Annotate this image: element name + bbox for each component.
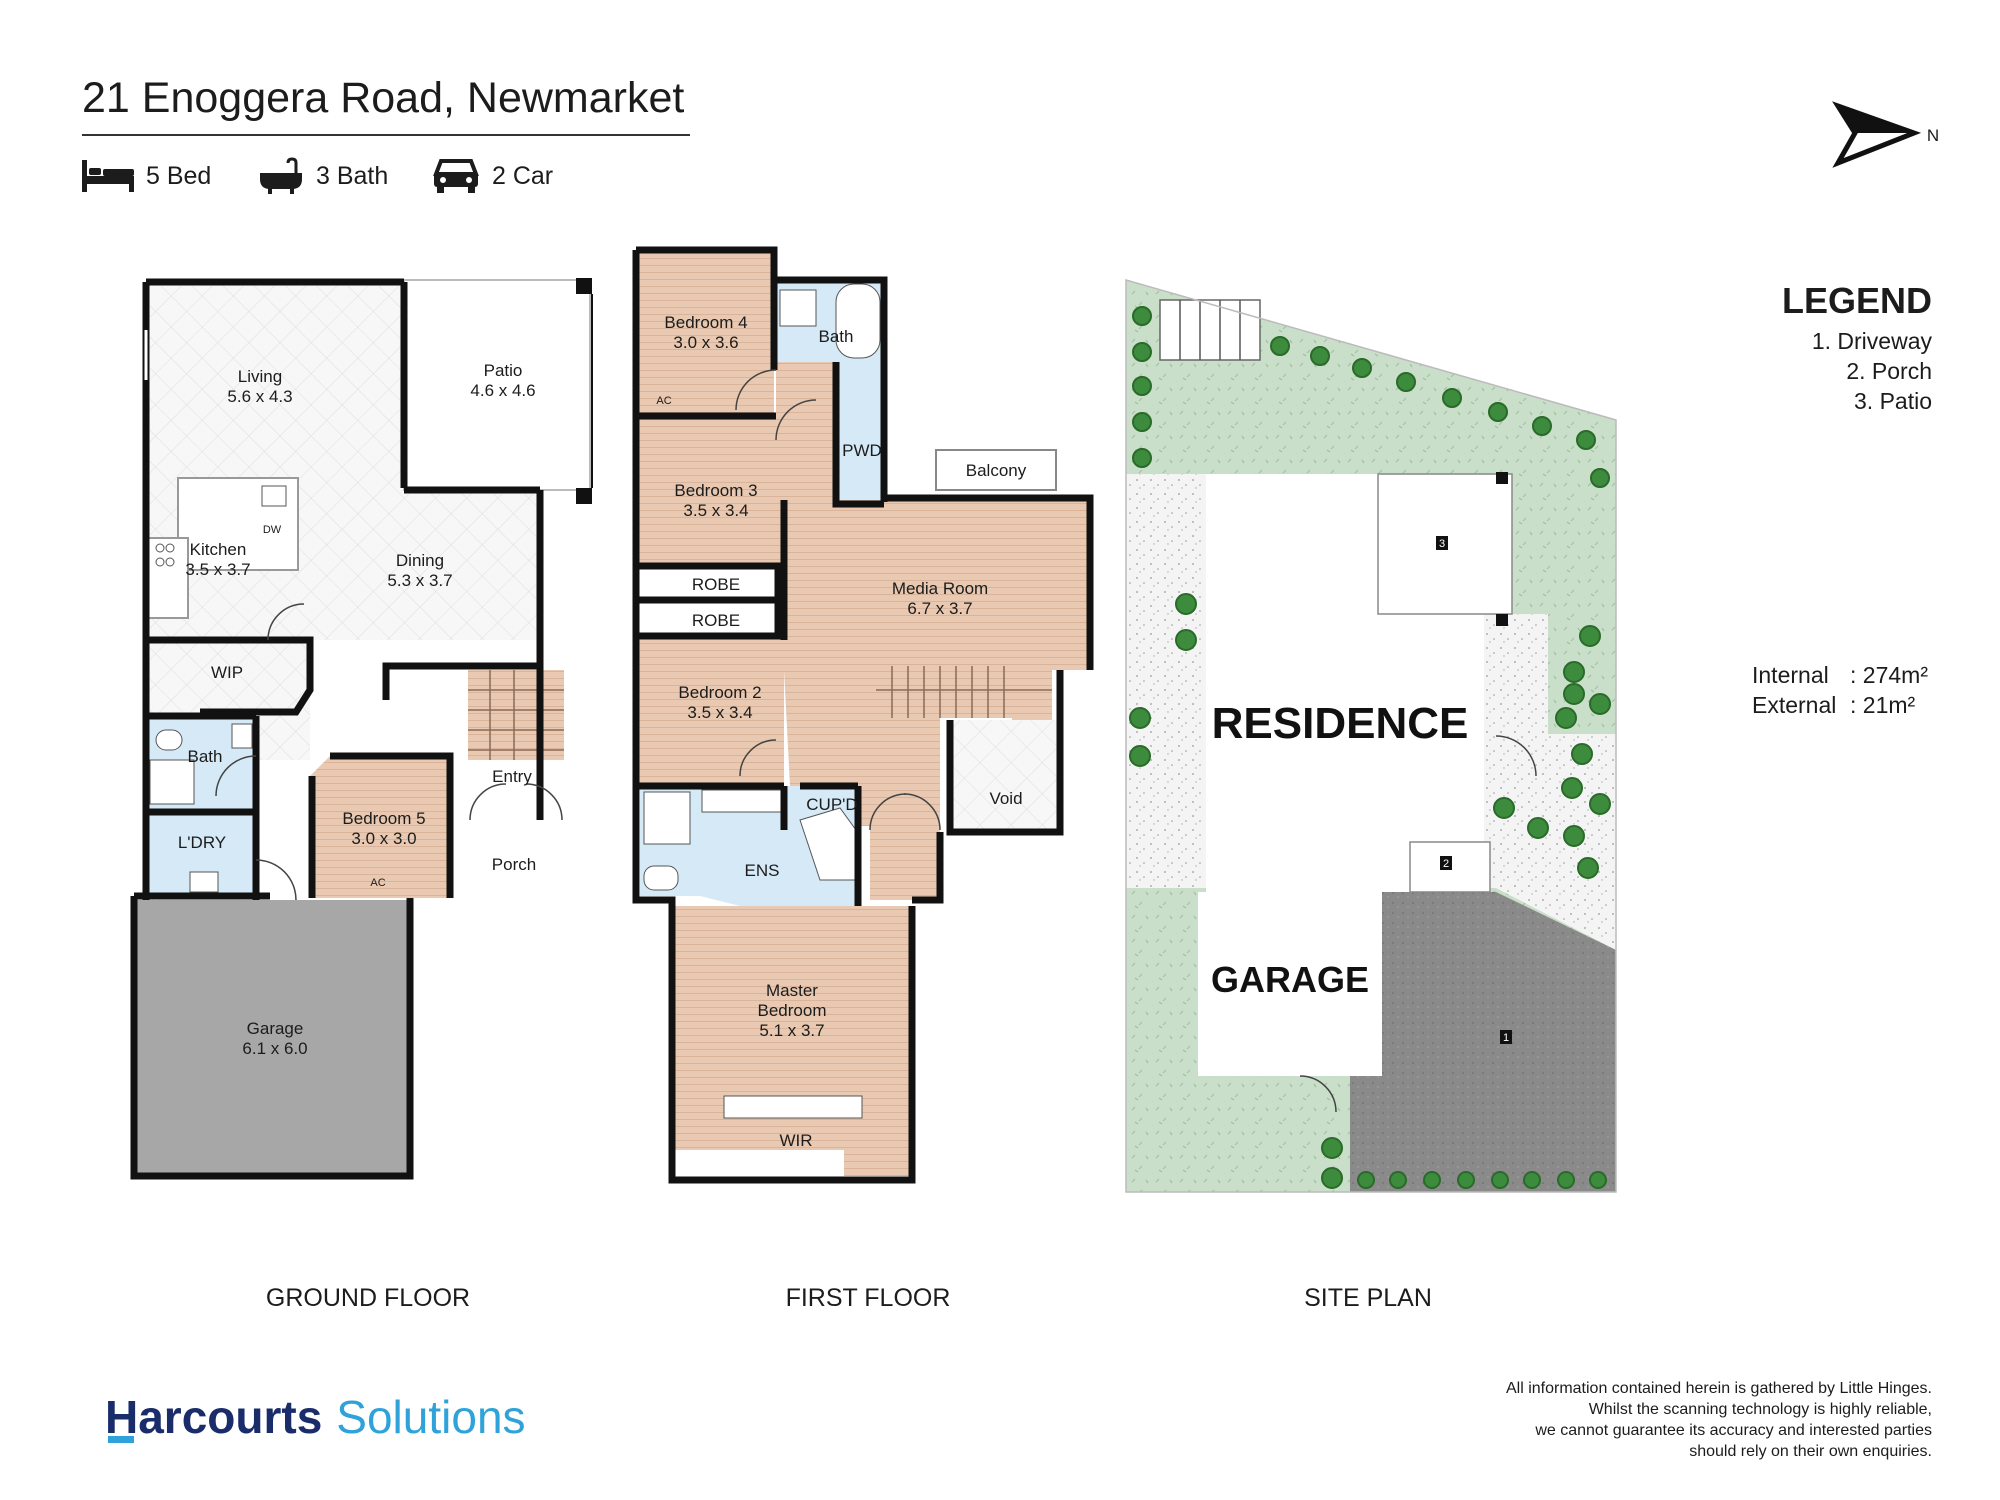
first-floor-label: FIRST FLOOR <box>785 1284 951 1312</box>
gf-garage-size: 6.1 x 6.0 <box>242 1039 307 1058</box>
external-area-label: External <box>1752 692 1837 718</box>
legend-item-patio: 3. Patio <box>1854 388 1932 414</box>
gf-kitchen-name: Kitchen <box>190 540 247 559</box>
ff-bedroom4-size: 3.0 x 3.6 <box>673 333 738 352</box>
gf-dining-size: 5.3 x 3.7 <box>387 571 452 590</box>
feature-baths-label: 3 Bath <box>316 161 389 190</box>
brand-accent-bar <box>108 1436 134 1443</box>
feature-cars: 2 Car <box>432 156 553 196</box>
bed-icon <box>82 160 134 192</box>
disclaimer-line-1: All information contained herein is gath… <box>1505 1380 1932 1397</box>
ff-bedroom2-name: Bedroom 2 <box>678 683 761 702</box>
site-garage-label: GARAGE <box>1211 959 1369 1000</box>
north-label: N <box>1927 126 1939 145</box>
gf-dw-label: DW <box>263 524 282 536</box>
ff-media-name: Media Room <box>892 579 988 598</box>
ff-bedroom2-size: 3.5 x 3.4 <box>687 703 752 722</box>
first-floor-plan <box>632 246 1094 1184</box>
site-marker-3: 3 <box>1439 538 1445 550</box>
feature-beds-label: 5 Bed <box>146 161 212 190</box>
ff-wir-label: WIR <box>779 1131 812 1150</box>
internal-area-value: : 274m² <box>1850 662 1928 688</box>
ff-bedroom3-name: Bedroom 3 <box>674 481 757 500</box>
brand-name-secondary: Solutions <box>336 1391 526 1443</box>
ff-ac-label: AC <box>656 395 671 407</box>
ff-media-size: 6.7 x 3.7 <box>907 599 972 618</box>
gf-kitchen-size: 3.5 x 3.7 <box>185 560 250 579</box>
site-marker-1: 1 <box>1503 1032 1509 1044</box>
ff-pwd-label: PWD <box>842 441 882 460</box>
gf-living-size: 5.6 x 4.3 <box>227 387 292 406</box>
gf-patio-name: Patio <box>484 361 523 380</box>
external-area-value: : 21m² <box>1850 692 1916 718</box>
bath-icon <box>260 157 302 194</box>
brand-name-primary: Harcourts <box>105 1391 323 1443</box>
gf-porch-label: Porch <box>492 855 536 874</box>
internal-area-label: Internal <box>1752 662 1829 688</box>
legend-item-driveway: 1. Driveway <box>1811 328 1932 354</box>
ff-balcony-label: Balcony <box>966 461 1027 480</box>
ff-bedroom4-name: Bedroom 4 <box>664 313 747 332</box>
ff-void-label: Void <box>989 789 1022 808</box>
legend-item-porch: 2. Porch <box>1846 358 1932 384</box>
ff-master-line2: Bedroom <box>758 1001 827 1020</box>
disclaimer-line-3: we cannot guarantee its accuracy and int… <box>1535 1422 1932 1439</box>
disclaimer-line-2: Whilst the scanning technology is highly… <box>1588 1401 1932 1418</box>
gf-laundry-label: L'DRY <box>178 833 226 852</box>
ground-floor-plan <box>130 278 593 1180</box>
gf-living-name: Living <box>238 367 282 386</box>
disclaimer-line-4: should rely on their own enquiries. <box>1689 1443 1932 1460</box>
ff-robe1-label: ROBE <box>692 575 740 594</box>
feature-baths: 3 Bath <box>258 156 388 196</box>
site-residence-label: RESIDENCE <box>1212 699 1469 748</box>
gf-patio-size: 4.6 x 4.6 <box>470 381 535 400</box>
gf-wip-label: WIP <box>211 663 243 682</box>
car-icon <box>433 159 479 193</box>
ff-robe2-label: ROBE <box>692 611 740 630</box>
gf-ac-label: AC <box>370 877 385 889</box>
ground-floor-label: GROUND FLOOR <box>265 1284 471 1312</box>
ff-bath-label: Bath <box>819 327 854 346</box>
site-marker-2: 2 <box>1443 858 1449 870</box>
gf-bedroom5-name: Bedroom 5 <box>342 809 425 828</box>
ff-bedroom3-size: 3.5 x 3.4 <box>683 501 748 520</box>
gf-bedroom5-size: 3.0 x 3.0 <box>351 829 416 848</box>
site-plan-label: SITE PLAN <box>1304 1284 1432 1312</box>
ff-cupd-label: CUP'D <box>806 795 857 814</box>
gf-garage-name: Garage <box>247 1019 304 1038</box>
feature-beds: 5 Bed <box>82 156 211 196</box>
feature-cars-label: 2 Car <box>492 161 554 190</box>
ff-master-size: 5.1 x 3.7 <box>759 1021 824 1040</box>
gf-bath-label: Bath <box>188 747 223 766</box>
north-arrow-icon <box>1832 101 1922 168</box>
gf-entry-label: Entry <box>492 767 532 786</box>
title-underline <box>82 134 690 136</box>
page-title: 21 Enoggera Road, Newmarket <box>82 74 685 122</box>
ff-master-line1: Master <box>766 981 818 1000</box>
site-plan-drawing <box>1125 279 1617 1193</box>
legend-title: LEGEND <box>1781 280 1932 321</box>
ff-ens-label: ENS <box>745 861 780 880</box>
gf-dining-name: Dining <box>396 551 444 570</box>
